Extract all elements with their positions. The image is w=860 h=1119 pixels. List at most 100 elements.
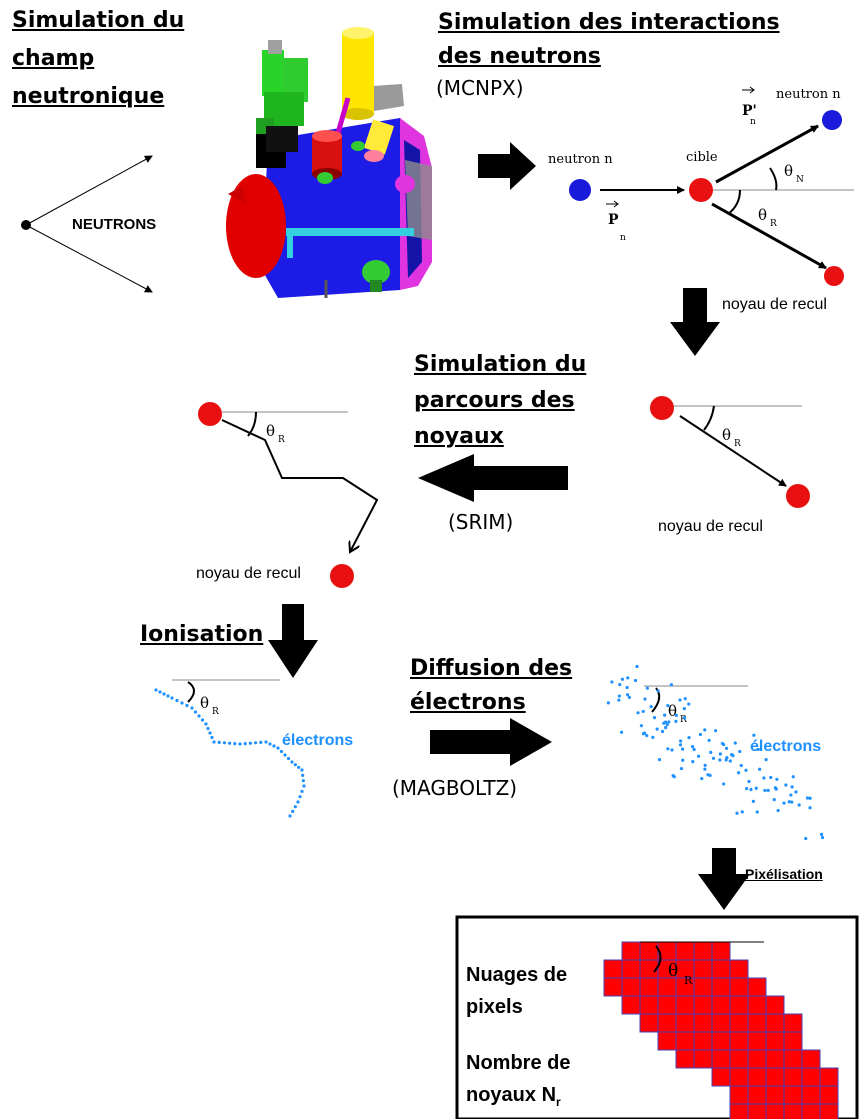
diffused-electron-dot (681, 747, 685, 751)
result-line-4-sub: r (556, 1095, 561, 1109)
pixel-cell (657, 1031, 677, 1051)
theta-r-label-1: θ (758, 206, 767, 224)
pixel-cell (819, 1085, 839, 1105)
diffused-electron-dot (714, 729, 718, 733)
diffused-electron-dot (665, 723, 669, 727)
diffused-electron-dot (679, 766, 684, 771)
pixel-cell (765, 1013, 785, 1033)
diffused-electron-dot (682, 706, 686, 711)
ionisation-electron-dot (293, 763, 297, 767)
diffused-electron-dot (678, 698, 682, 702)
recoil-nucleus-2b (786, 484, 810, 508)
diffused-electron-dot (679, 739, 683, 743)
ionisation-electron-dot (301, 779, 305, 783)
ionisation-electron-dot (166, 694, 170, 698)
pixel-cell (693, 959, 713, 979)
diffused-electron-dot (625, 685, 629, 690)
diffused-electron-dot (687, 736, 691, 740)
big-arrow-left (418, 454, 568, 502)
diffused-electron-dot (790, 785, 794, 789)
recoil-nucleus-3a (198, 402, 222, 426)
cible-label: cible (686, 150, 718, 165)
electrons-label-2: électrons (750, 738, 822, 755)
diffused-electron-dot (696, 754, 701, 758)
pixel-cell (783, 1103, 803, 1119)
diffused-electron-dot (797, 803, 801, 807)
pixel-cell (711, 1031, 731, 1051)
pixel-cell (801, 1067, 821, 1087)
heading-field-line1: Simulation du (12, 8, 185, 33)
ionisation-track: θ R (154, 679, 306, 818)
pixel-cell (693, 941, 713, 961)
diffused-electron-dot (703, 767, 707, 771)
heading-ionisation: Ionisation (140, 622, 264, 647)
pixel-cell (639, 941, 659, 961)
ionisation-electron-dot (206, 726, 210, 731)
ionisation-electron-dot (210, 735, 214, 740)
pixel-cell (675, 1013, 695, 1033)
diffused-electron-dot (700, 777, 704, 781)
ionisation-electron-dot (286, 756, 291, 761)
diffused-electron-dot (626, 693, 630, 697)
diffused-electron-dot (784, 783, 788, 787)
diffused-electron-dot (724, 758, 728, 762)
diffused-electron-dot (635, 664, 639, 669)
diffused-electron-dot (669, 683, 673, 687)
pixel-cell (621, 977, 641, 997)
ionisation-electron-dot (297, 765, 301, 769)
p-prime-label: P' (742, 103, 757, 119)
heading-diffusion-line1: Diffusion des (410, 656, 573, 681)
pixel-cell (747, 1049, 767, 1069)
diffused-electron-dot (657, 757, 662, 762)
diffused-electron-dot (691, 760, 695, 764)
p-prime-sub: n (750, 117, 756, 127)
recoil-nucleus-2a (650, 396, 674, 420)
pixel-cell (675, 1049, 695, 1069)
ionisation-electron-dot (291, 809, 295, 813)
diffusion-cloud: θ R (606, 664, 825, 841)
ionisation-electron-dot (197, 714, 201, 718)
big-arrow-down-pix (698, 848, 750, 910)
recoil-nucleus-3b (330, 564, 354, 588)
pixel-cell (801, 1085, 821, 1105)
pixel-cell (621, 959, 641, 979)
pixel-cell (675, 1031, 695, 1051)
pixel-cell (729, 995, 749, 1015)
ionisation-electron-dot (175, 698, 179, 703)
diffused-electron-dot (666, 703, 670, 708)
target-nucleus (689, 178, 713, 202)
pixel-cell (729, 1103, 749, 1119)
diffused-electron-dot (610, 680, 614, 684)
ionisation-electron-dot (290, 760, 294, 764)
ionisation-electron-dot (276, 746, 280, 750)
diffused-electron-dot (651, 735, 655, 739)
diffused-electron-dot (762, 776, 766, 780)
pixel-cell (729, 1085, 749, 1105)
ionisation-electron-dot (264, 740, 268, 744)
pixel-cell (711, 959, 731, 979)
diffused-electron-dot (744, 768, 748, 772)
pixel-cell (711, 941, 731, 961)
pixel-cell (765, 1049, 785, 1069)
ionisation-electron-dot (238, 742, 242, 746)
ionisation-electron-dot (158, 690, 162, 694)
diffused-electron-dot (660, 729, 665, 734)
pixel-cell (765, 1031, 785, 1051)
diffused-electron-dot (667, 720, 671, 724)
pixel-cell (729, 1031, 749, 1051)
p-n-sub: n (620, 233, 626, 243)
diffused-electron-dot (740, 810, 744, 814)
pixel-cell (747, 1085, 767, 1105)
pixel-cell (819, 1067, 839, 1087)
ionisation-electron-dot (154, 688, 158, 692)
theta-r-sub-6: R (684, 974, 693, 987)
pixel-cell (693, 1031, 713, 1051)
electrons-label-1: électrons (282, 732, 354, 749)
pixel-cell (693, 995, 713, 1015)
diffused-electron-dot (662, 721, 666, 725)
ionisation-electron-dot (283, 753, 287, 757)
diffused-electron-dot (691, 745, 695, 749)
ionisation-electron-dot (248, 741, 252, 745)
heading-interactions-line1: Simulation des interactions (438, 10, 780, 35)
incident-neutron (569, 179, 591, 201)
